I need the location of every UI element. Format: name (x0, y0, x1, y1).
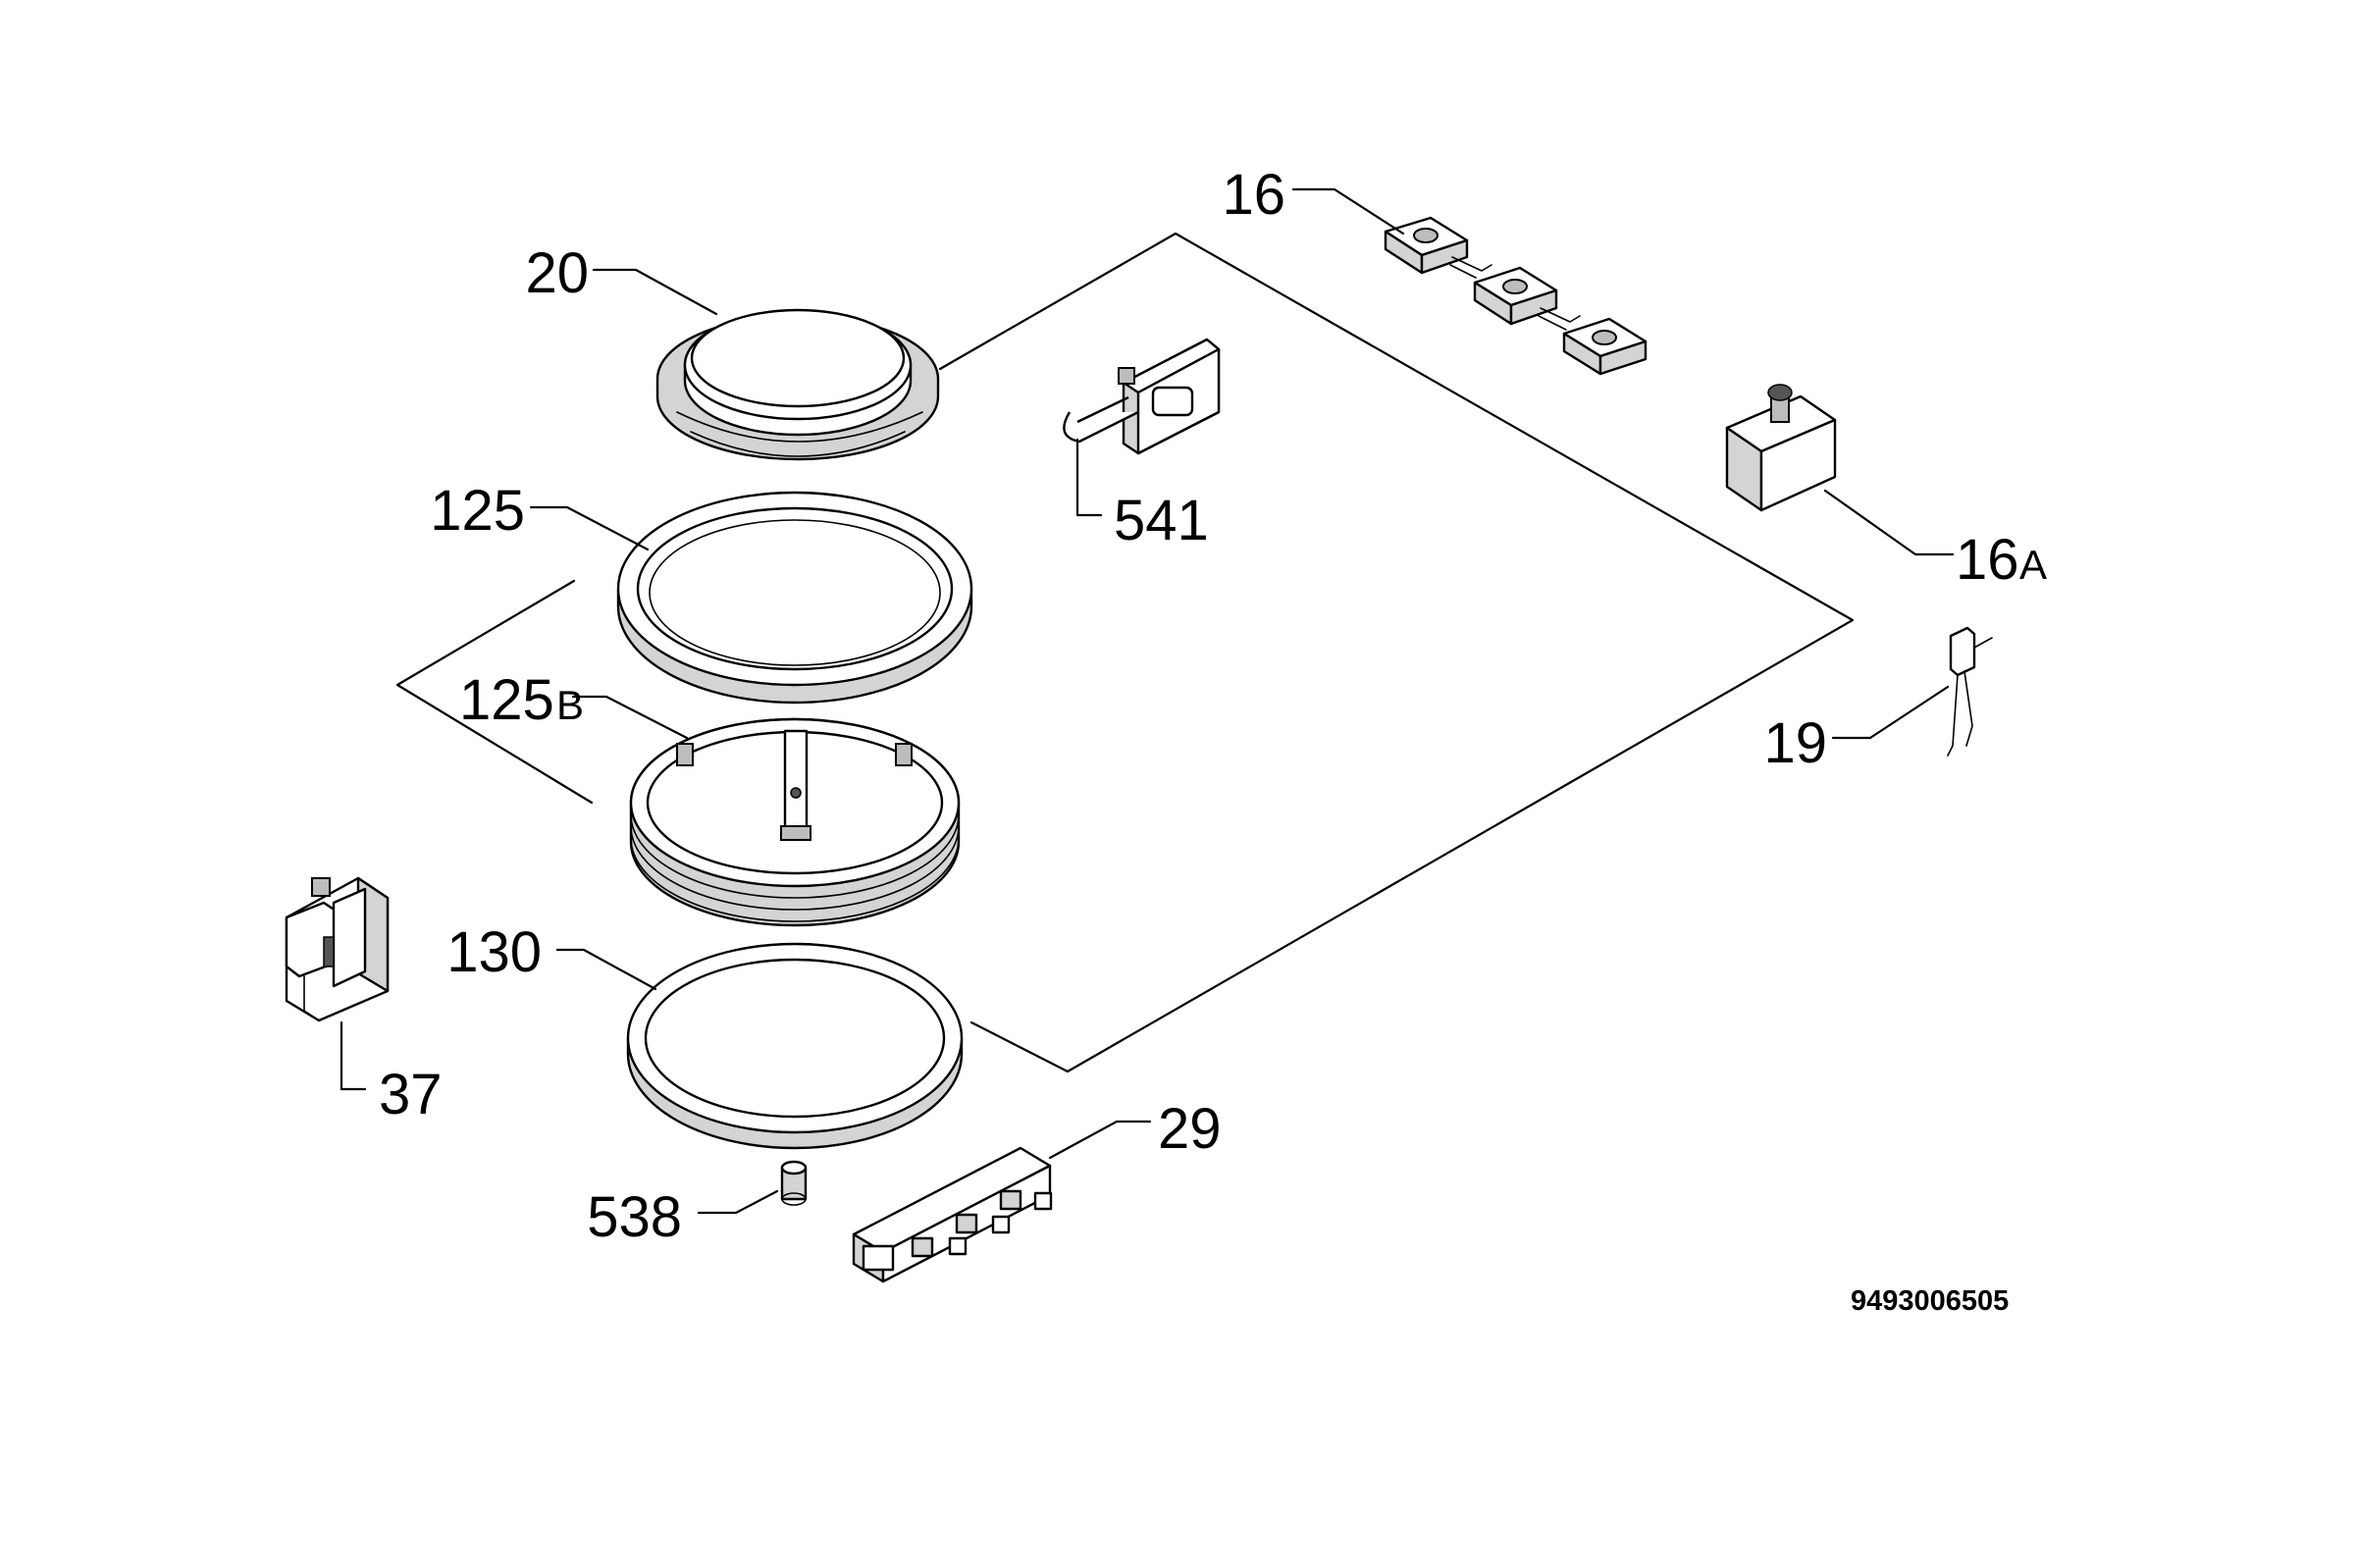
callout-16a-suffix: A (2019, 542, 2047, 588)
drawing-number: 9493006505 (1851, 1285, 2009, 1317)
part-16-terminal-block (1384, 216, 1648, 376)
callout-541: 541 (1114, 489, 1209, 552)
part-29-switch-block (852, 1146, 1053, 1283)
callout-538: 538 (587, 1185, 682, 1249)
callout-16a: 16 (1956, 528, 2019, 592)
callout-125b-suffix: B (556, 682, 584, 728)
part-37-clip-bracket (285, 876, 390, 1022)
callout-19: 19 (1763, 711, 1827, 775)
callout-130: 130 (446, 920, 542, 984)
part-538-nozzle (780, 1160, 808, 1206)
part-130-seal-ring (626, 942, 964, 1150)
part-20-burner-cap (655, 308, 940, 461)
part-16a-spark-generator (1725, 384, 1837, 512)
leader-lines (340, 187, 1955, 1215)
callout-16: 16 (1222, 163, 1285, 227)
callout-37: 37 (379, 1063, 443, 1126)
part-125-burner-ring (616, 491, 973, 705)
part-19-ignition-electrode (1947, 626, 1993, 757)
callout-20: 20 (525, 241, 589, 305)
callout-29: 29 (1158, 1097, 1222, 1161)
callout-125b: 125 (459, 668, 554, 732)
callout-labels: 16 20 541 125 16 A 125 B 19 130 37 29 53… (379, 163, 2047, 1249)
part-541-thermocouple-clip (1063, 338, 1221, 455)
assembly-outline (395, 232, 1855, 1073)
part-125b-burner-body (629, 717, 961, 927)
callout-125: 125 (430, 479, 525, 543)
